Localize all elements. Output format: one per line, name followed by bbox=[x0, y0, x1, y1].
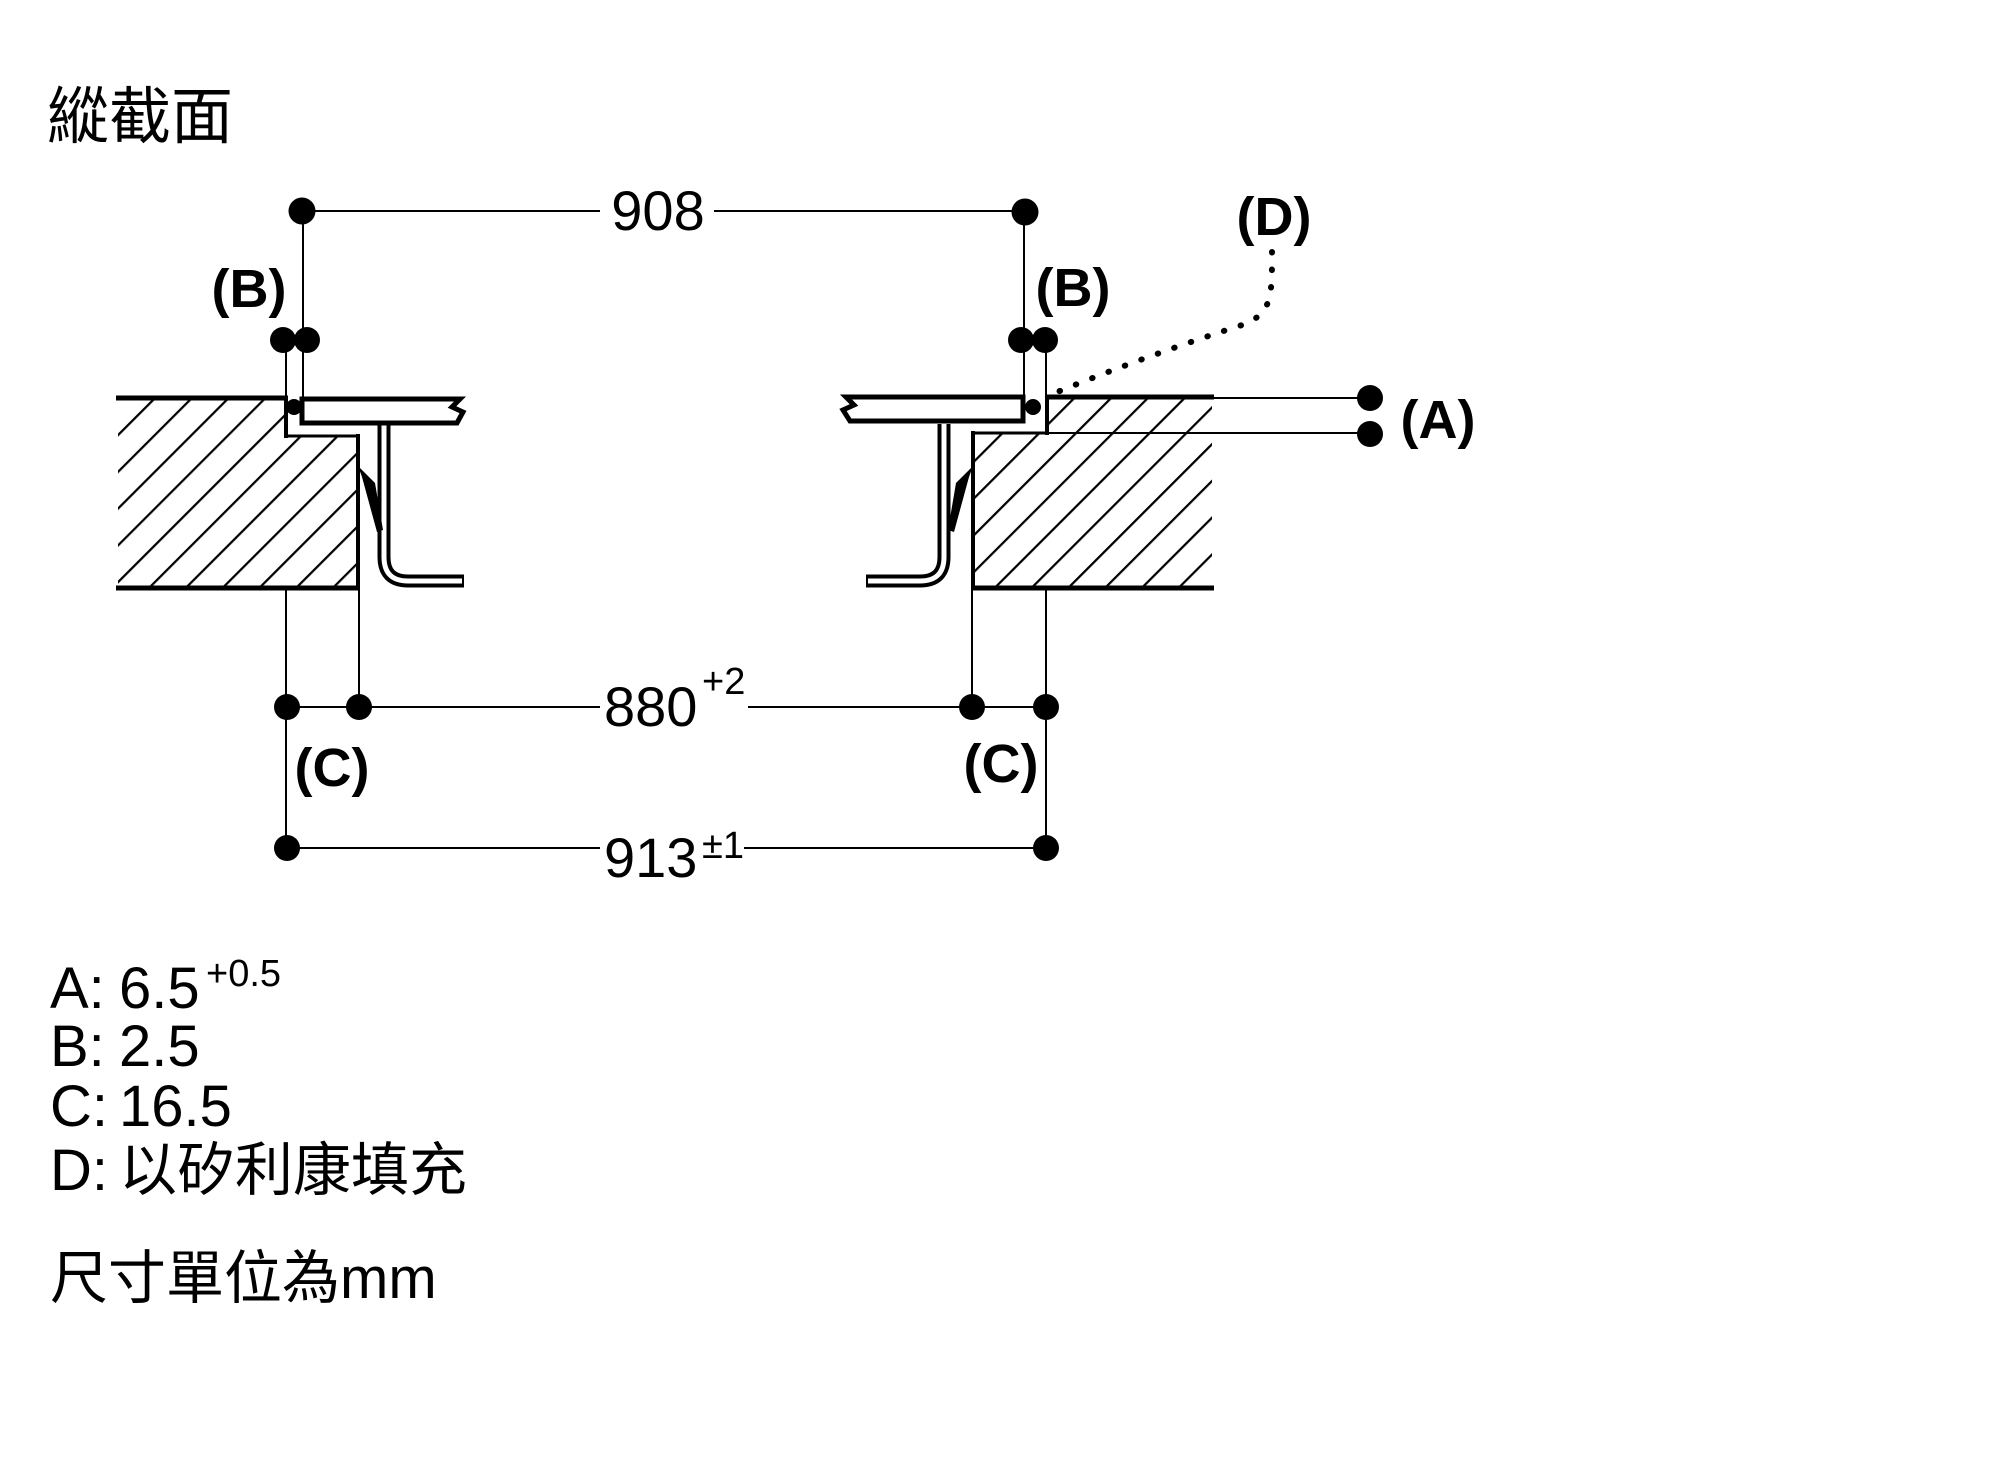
legend-key-b: B: bbox=[50, 1014, 105, 1079]
legend-value-d: 以矽利康填充 bbox=[119, 1138, 467, 1203]
dim-880-dot-inner-left bbox=[346, 694, 372, 720]
right-flange-core bbox=[868, 424, 947, 584]
left-cooktop-assembly bbox=[286, 396, 467, 588]
right-worktop-hatching bbox=[973, 397, 1212, 588]
label-b-left: (B) bbox=[212, 259, 287, 319]
left-silicone-joint-dot bbox=[286, 399, 302, 415]
dimension-908: 908 bbox=[288, 179, 1039, 398]
b-dot-left-1 bbox=[270, 327, 296, 353]
d-dotted-leader bbox=[1047, 249, 1275, 398]
dim-908-value: 908 bbox=[611, 179, 704, 242]
dim-880-tolerance: +2 bbox=[702, 661, 745, 703]
right-cooktop-assembly bbox=[839, 394, 1041, 588]
dim-880-dot-outer-right bbox=[1033, 694, 1059, 720]
dim-908-dot-left bbox=[288, 197, 316, 225]
dim-913-value: 913 bbox=[604, 826, 697, 889]
right-silicone-joint-dot bbox=[1025, 399, 1041, 415]
dim-880-dot-outer-left bbox=[274, 694, 300, 720]
label-b-right: (B) bbox=[1036, 258, 1111, 318]
dim-913-tolerance: ±1 bbox=[702, 825, 744, 867]
dimension-913: 913 ±1 bbox=[274, 825, 1059, 889]
legend-key-a: A: bbox=[50, 956, 105, 1021]
label-c-right: (C) bbox=[964, 734, 1039, 794]
dimension-880: 880 +2 (C) (C) bbox=[274, 589, 1059, 798]
label-d: (D) bbox=[1237, 187, 1312, 247]
legend-value-c: 16.5 bbox=[119, 1074, 232, 1139]
page-title: 縱截面 bbox=[47, 83, 233, 152]
b-dot-right-1 bbox=[1008, 327, 1034, 353]
right-glass-panel bbox=[839, 394, 1026, 424]
dim-908-dot-right bbox=[1011, 198, 1039, 226]
right-spring-clip bbox=[948, 466, 973, 532]
left-glass-panel bbox=[299, 396, 467, 426]
b-dot-left-2 bbox=[294, 327, 320, 353]
dim-a-dot-top bbox=[1357, 385, 1383, 411]
left-flange-core bbox=[381, 425, 462, 584]
legend-tolerance-a: +0.5 bbox=[206, 953, 281, 995]
legend-key-c: C: bbox=[50, 1074, 108, 1139]
left-flange-outer bbox=[377, 425, 464, 588]
right-worktop-section bbox=[971, 394, 1214, 591]
dim-880-value: 880 bbox=[604, 675, 697, 738]
right-flange-outer bbox=[866, 424, 951, 588]
dimension-a: (A) bbox=[1047, 385, 1475, 450]
label-a: (A) bbox=[1401, 390, 1476, 450]
legend-value-a: 6.5 bbox=[119, 956, 200, 1021]
dim-913-dot-right bbox=[1033, 835, 1059, 861]
b-dot-right-2 bbox=[1032, 327, 1058, 353]
legend: A: 6.5 +0.5 B: 2.5 C: 16.5 D: 以矽利康填充 尺寸單… bbox=[50, 953, 467, 1311]
left-worktop-section bbox=[116, 395, 360, 591]
silicone-callout-d: (D) bbox=[1047, 187, 1312, 398]
dim-913-dot-left bbox=[274, 835, 300, 861]
left-worktop-hatching bbox=[118, 398, 358, 588]
dim-a-dot-bottom bbox=[1357, 421, 1383, 447]
left-spring-clip bbox=[358, 466, 383, 532]
legend-key-d: D: bbox=[50, 1138, 108, 1203]
label-c-left: (C) bbox=[295, 738, 370, 798]
legend-value-b: 2.5 bbox=[119, 1014, 200, 1079]
units-note: 尺寸單位為mm bbox=[50, 1246, 437, 1311]
dim-880-dot-inner-right bbox=[959, 694, 985, 720]
